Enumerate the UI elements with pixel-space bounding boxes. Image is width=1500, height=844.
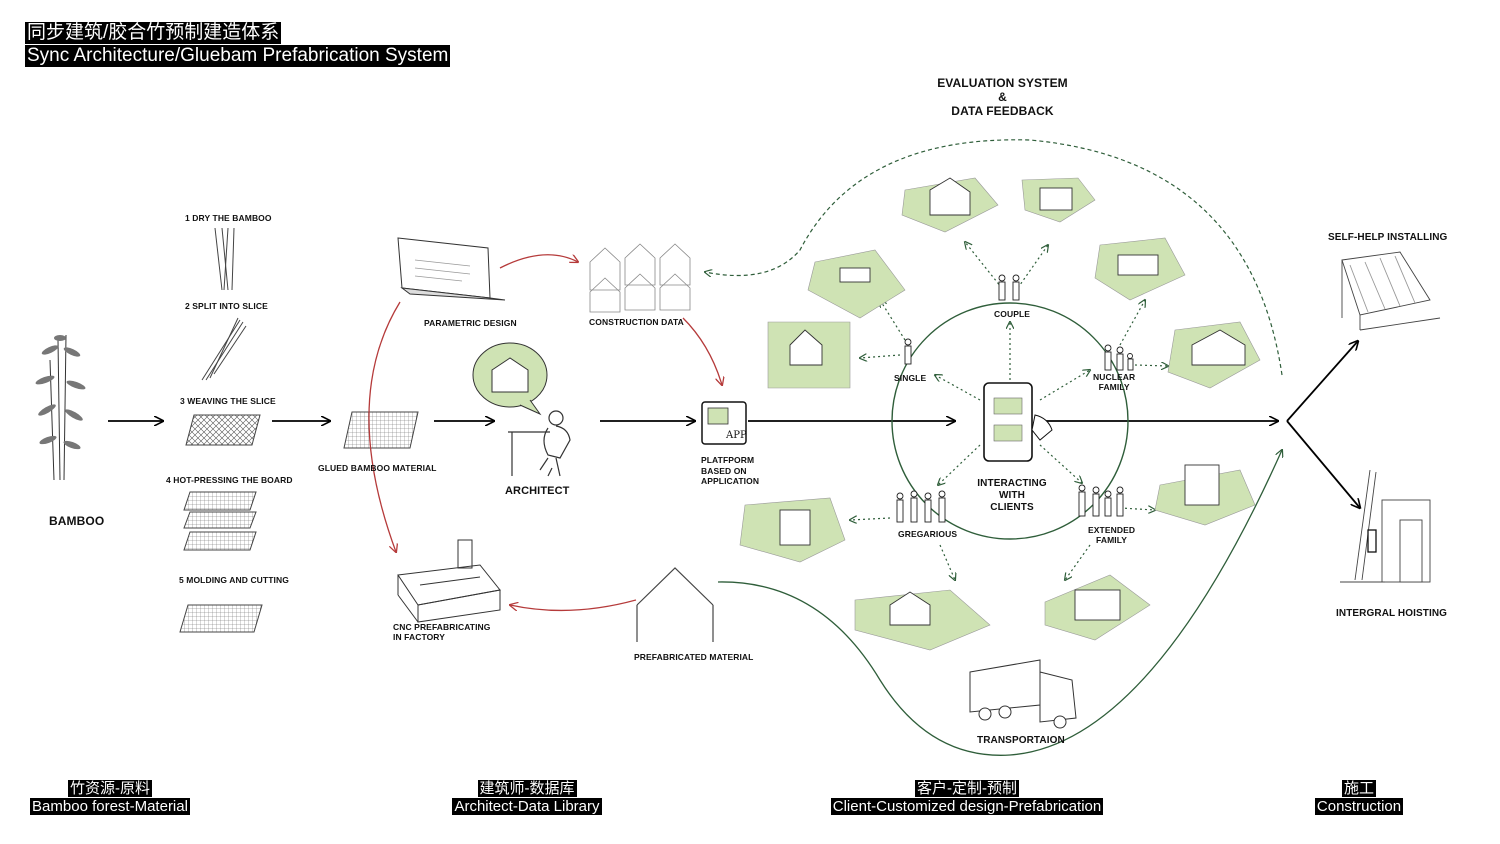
nuclear-family-figures <box>1104 344 1134 371</box>
single-label: SINGLE <box>894 373 927 383</box>
footer-architect-en: Architect-Data Library <box>452 798 602 815</box>
prefab-frame-icon <box>636 567 714 642</box>
tablet-icon <box>983 382 1053 462</box>
transport-arc <box>717 450 1282 756</box>
nuclear-line2: FAMILY <box>1098 382 1130 392</box>
self-help-install-icon <box>1341 251 1441 331</box>
page-title: 同步建筑/胶合竹预制建造体系 Sync Architecture/Gluebam… <box>25 22 451 68</box>
step-3-label: 3 WEAVING THE SLICE <box>180 396 276 406</box>
platform-line1: PLATFPORM <box>701 455 755 465</box>
extended-line2: FAMILY <box>1096 535 1128 545</box>
platform-line2: BASED ON <box>701 465 747 476</box>
weaving-icon <box>185 414 261 446</box>
interacting-line1: INTERACTING <box>977 478 1047 489</box>
step-5-label: 5 MOLDING AND CUTTING <box>179 575 289 585</box>
evaluation-title: EVALUATION SYSTEM & DATA FEEDBACK <box>925 76 1080 118</box>
laptop-icon <box>397 237 506 301</box>
step-2-label: 2 SPLIT INTO SLICE <box>185 301 268 311</box>
cnc-line2: IN FACTORY <box>393 632 446 642</box>
footer-client-cn: 客户-定制-预制 <box>915 780 1019 797</box>
interacting-line2: WITH <box>999 490 1025 501</box>
extended-line1: EXTENDED <box>1088 525 1136 535</box>
step-4-label: 4 HOT-PRESSING THE BOARD <box>166 475 293 485</box>
evaluation-line2: & <box>998 90 1007 104</box>
split-slice-icon <box>201 317 247 381</box>
app-icon <box>701 401 747 445</box>
footer-client-en: Client-Customized design-Prefabrication <box>830 798 1104 815</box>
app-icon-text: APP <box>726 430 747 441</box>
hoisting-label: INTERGRAL HOISTING <box>1336 608 1448 619</box>
title-english: Sync Architecture/Gluebam Prefabrication… <box>25 45 451 67</box>
nuclear-line1: NUCLEAR <box>1093 372 1136 382</box>
architect-label: ARCHITECT <box>505 485 570 497</box>
footer-architect-cn: 建筑师-数据库 <box>477 780 577 797</box>
couple-figures <box>998 274 1020 301</box>
extended-family-figures <box>1078 484 1124 517</box>
step-1-label: 1 DRY THE BAMBOO <box>185 213 272 223</box>
flow-arrows <box>108 341 1360 508</box>
cnc-machine-icon <box>397 539 501 623</box>
interacting-label: INTERACTING WITH CLIENTS <box>972 478 1052 514</box>
client-ring <box>891 302 1129 540</box>
footer-bamboo-cn: 竹资源-原料 <box>68 780 152 797</box>
crane-hoisting-icon <box>1340 469 1431 583</box>
self-help-label: SELF-HELP INSTALLING <box>1328 232 1448 243</box>
title-chinese: 同步建筑/胶合竹预制建造体系 <box>25 22 282 44</box>
footer-construction: 施工 Construction <box>1299 780 1419 815</box>
gregarious-label: GREGARIOUS <box>898 529 958 539</box>
house-models <box>779 177 1246 626</box>
footer-construction-cn: 施工 <box>1341 780 1376 797</box>
cnc-label: CNC PREFABRICATING IN FACTORY <box>393 622 491 642</box>
dry-bamboo-icon <box>214 227 235 291</box>
cnc-line1: CNC PREFABRICATING <box>393 622 491 632</box>
single-figure <box>904 338 912 365</box>
footer-bamboo: 竹资源-原料 Bamboo forest-Material <box>10 780 210 815</box>
transport-label: TRANSPORTAION <box>977 735 1065 746</box>
radial-dotted-arrows <box>850 242 1168 580</box>
feedback-dashed-arc <box>705 139 1283 376</box>
glued-bamboo-label: GLUED BAMBOO MATERIAL <box>318 463 437 473</box>
prefab-material-label: PREFABRICATED MATERIAL <box>634 652 754 662</box>
construction-data-label: CONSTRUCTION DATA <box>589 317 684 327</box>
truck-icon <box>969 659 1077 729</box>
molding-icon <box>179 604 263 633</box>
interacting-line3: CLIENTS <box>990 502 1034 513</box>
people-icons <box>896 274 1134 523</box>
platform-label: PLATFPORM BASED ON APPLICATION <box>701 455 759 487</box>
bamboo-label: BAMBOO <box>49 514 105 528</box>
footer-client: 客户-定制-预制 Client-Customized design-Prefab… <box>817 780 1117 815</box>
bamboo-tree-icon <box>35 334 86 481</box>
speech-bubble-icon <box>472 342 548 416</box>
footer-architect: 建筑师-数据库 Architect-Data Library <box>427 780 627 815</box>
red-cycle-arrows <box>368 254 722 612</box>
hot-pressing-icon <box>183 491 257 551</box>
evaluation-line1: EVALUATION SYSTEM <box>937 76 1068 90</box>
gregarious-figures <box>896 490 946 523</box>
couple-label: COUPLE <box>994 309 1031 319</box>
evaluation-line3: DATA FEEDBACK <box>951 104 1054 118</box>
construction-data-icon <box>589 243 691 313</box>
architect-figure-icon <box>508 410 571 477</box>
glued-bamboo-board-icon <box>343 411 419 449</box>
extended-family-label: EXTENDED FAMILY <box>1088 525 1135 545</box>
footer-bamboo-en: Bamboo forest-Material <box>30 798 190 815</box>
parametric-design-label: PARAMETRIC DESIGN <box>424 318 517 328</box>
footer-construction-en: Construction <box>1314 798 1404 815</box>
nuclear-family-label: NUCLEAR FAMILY <box>1093 372 1135 392</box>
platform-line3: APPLICATION <box>701 476 760 486</box>
